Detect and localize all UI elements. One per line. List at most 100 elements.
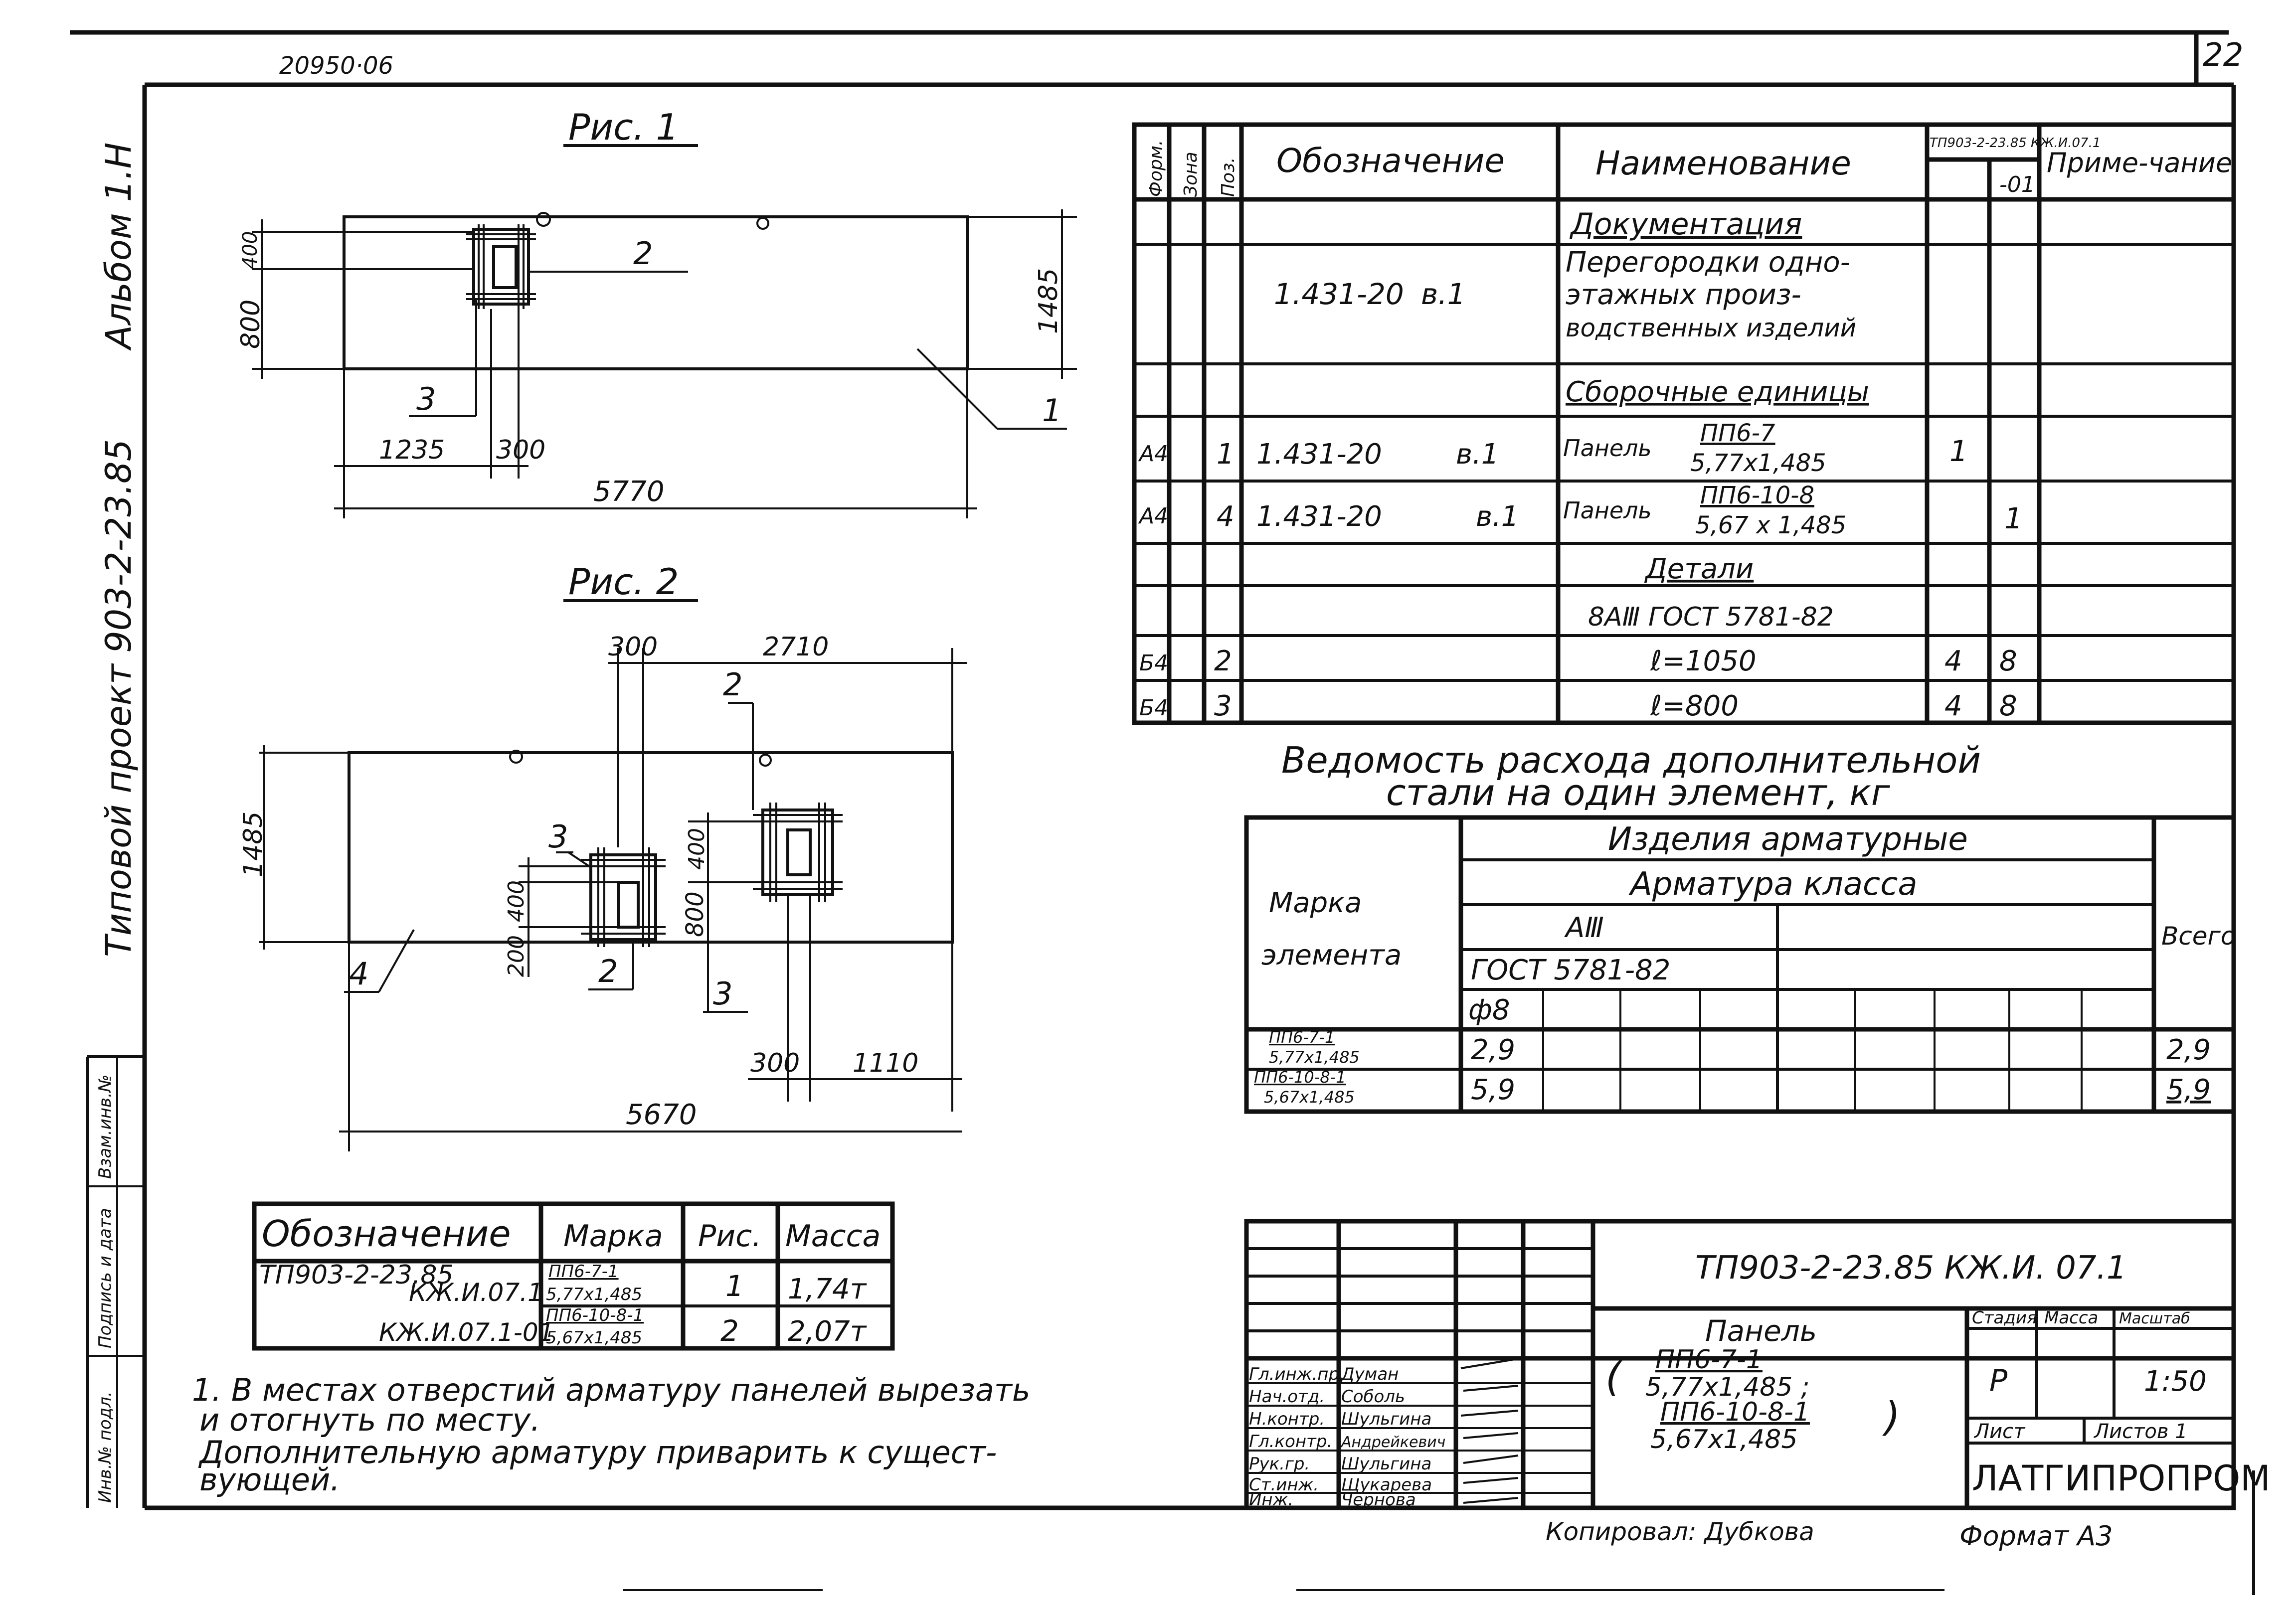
album-label: Альбом 1.Н: [98, 143, 139, 351]
fig1-dim-800: 800: [236, 300, 266, 349]
spec-row1-mark: ПП6-7: [1700, 419, 1775, 447]
page-number: 22: [2203, 37, 2243, 74]
stamp-scale-h: Масштаб: [2119, 1310, 2190, 1327]
stamp-sheets-h: Листов 1: [2093, 1420, 2188, 1443]
spec-row1-q1: 1: [1949, 434, 1968, 468]
spec-part1-pos: 2: [1214, 645, 1232, 677]
steel-h-products: Изделия арматурные: [1608, 821, 1968, 858]
spec-section-parts: Детали: [1644, 553, 1754, 585]
marks-h-mass: Масса: [785, 1219, 881, 1254]
spec-part2-q1: 4: [1944, 690, 1962, 722]
marks-row2-mark-2: 5,67x1,485: [546, 1328, 642, 1348]
steel-h-gost: ГОСТ 5781-82: [1471, 954, 1670, 986]
stamp-title-4: ПП6-10-8-1: [1660, 1397, 1810, 1427]
stamp-role-6: Ст.инж.: [1249, 1475, 1319, 1495]
steel-row2-total: 5,9: [2166, 1074, 2211, 1106]
left-strip: [86, 1055, 145, 1508]
stamp-mass-h: Масса: [2044, 1308, 2098, 1328]
spec-row2-designation: 1.431-20: [1256, 500, 1382, 533]
spec-part2-pos: 3: [1214, 690, 1232, 722]
inv-label: Инв.№ подл.: [95, 1391, 115, 1503]
spec-row2-q2: 1: [2004, 501, 2023, 535]
stamp-paren-close: ): [1882, 1394, 1900, 1440]
spec-row2-mark: ПП6-10-8: [1700, 482, 1814, 509]
note-line-1: 1. В местах отверстий арматуру панелей в…: [192, 1372, 1030, 1408]
spec-doc-name-2: этажных произ-: [1566, 279, 1801, 311]
fig2-pos-2a: 2: [723, 666, 742, 703]
marks-h-designation: Обозначение: [262, 1213, 511, 1255]
stamp-scale: 1:50: [2144, 1365, 2207, 1398]
spec-doc-name-1: Перегородки одно-: [1566, 246, 1850, 279]
figure-1: [252, 144, 1077, 518]
stamp-name-5: Шульгина: [1341, 1454, 1431, 1474]
spec-row2-size: 5,67 x 1,485: [1695, 511, 1846, 539]
spec-row2-issue: в.1: [1476, 500, 1519, 533]
stamp-title-5: 5,67x1,485: [1650, 1425, 1797, 1455]
spec-doc-designation: 1.431-20: [1274, 277, 1404, 311]
fig2-dim-1110: 1110: [853, 1048, 918, 1078]
stamp-paren-open: (: [1605, 1354, 1623, 1400]
steel-row1-mark-2: 5,77x1,485: [1269, 1048, 1360, 1067]
fig1-title: Рис. 1: [568, 106, 679, 148]
spec-row1-issue: в.1: [1456, 438, 1499, 471]
spec-h-zone: Зона: [1181, 152, 1201, 197]
stamp-format: Формат А3: [1959, 1520, 2113, 1552]
steel-h-dia: ф8: [1468, 994, 1510, 1026]
stamp-role-1: Гл.инж.пр.: [1249, 1364, 1345, 1384]
steel-row1-value: 2,9: [1471, 1034, 1515, 1066]
spec-doc-name-3: водственных изделий: [1566, 314, 1856, 342]
steel-row1-mark-1: ПП6-7-1: [1269, 1028, 1335, 1047]
spec-part1-q1: 4: [1944, 645, 1962, 677]
stamp-title-3: 5,77x1,485 ;: [1645, 1372, 1809, 1402]
fig1-dim-300: 300: [496, 435, 545, 465]
stamp-sheet-h: Лист: [1973, 1420, 2026, 1443]
fig2-pos-3b: 3: [713, 975, 732, 1012]
steel-h-mark-1: Марка: [1269, 887, 1362, 919]
sign-label: Подпись и дата: [95, 1208, 115, 1348]
fig2-dim-1485: 1485: [238, 811, 268, 877]
fig2-pos-3a: 3: [548, 818, 568, 855]
steel-h-grade: АⅢ: [1564, 912, 1604, 944]
stamp-name-1: Думан: [1340, 1364, 1399, 1384]
spec-part2-q2: 8: [1999, 690, 2017, 722]
stamp-role-3: Н.контр.: [1249, 1409, 1325, 1429]
fig1-dim-1235: 1235: [379, 435, 445, 465]
fig2-dim-200: 200: [504, 935, 529, 977]
figure-2: [259, 599, 967, 1151]
marks-row1-des-2: КЖ.И.07.1: [409, 1278, 543, 1307]
stamp-role-7: Инж.: [1249, 1490, 1293, 1510]
steel-title-2: стали на один элемент, кг: [1386, 772, 1891, 813]
steel-title-1: Ведомость расхода дополнительной: [1281, 739, 1981, 781]
marks-row2-des-2: КЖ.И.07.1-01: [379, 1318, 554, 1347]
marks-row1-fig: 1: [725, 1269, 744, 1303]
steel-row2-mark-1: ПП6-10-8-1: [1254, 1068, 1346, 1087]
steel-h-mark-2: элемента: [1261, 939, 1402, 971]
stamp-name-6: Щукарева: [1341, 1475, 1432, 1495]
steel-row2-mark-2: 5,67x1,485: [1264, 1088, 1355, 1107]
marks-row1-mark-2: 5,77x1,485: [546, 1285, 642, 1304]
spec-part1-format: Б4: [1139, 650, 1168, 676]
spec-row1-pos: 1: [1217, 438, 1235, 471]
marks-h-fig: Рис.: [698, 1219, 761, 1254]
steel-row2-value: 5,9: [1471, 1074, 1515, 1106]
stamp-name-2: Соболь: [1341, 1387, 1405, 1407]
stamp-role-5: Рук.гр.: [1249, 1454, 1310, 1474]
stamp-title-2: ПП6-7-1: [1655, 1345, 1763, 1375]
marks-row2-mark-1: ПП6-10-8-1: [546, 1305, 644, 1325]
fig1-pos-2: 2: [633, 235, 653, 272]
stamp-name-7: Чернова: [1341, 1490, 1416, 1510]
title-block-grid: [1244, 1219, 2236, 1510]
stamp-name-4: Андрейкевич: [1340, 1434, 1445, 1451]
fig2-dim-2710: 2710: [763, 632, 829, 662]
spec-part1-name: ℓ=1050: [1650, 645, 1757, 677]
marks-h-mark: Марка: [563, 1219, 663, 1254]
steel-h-total: Всего: [2161, 922, 2236, 951]
spec-doc-issue: в.1: [1421, 277, 1466, 311]
marks-row2-mass: 2,07т: [788, 1315, 867, 1348]
stamp-code: ТП903-2-23.85 КЖ.И. 07.1: [1695, 1250, 2127, 1287]
project-label: Типовой проект 903-2-23.85: [98, 439, 139, 957]
fig2-dim-400b: 400: [504, 880, 529, 922]
spec-part2-format: Б4: [1139, 695, 1168, 721]
spec-section-assemblies: Сборочные единицы: [1566, 376, 1869, 408]
